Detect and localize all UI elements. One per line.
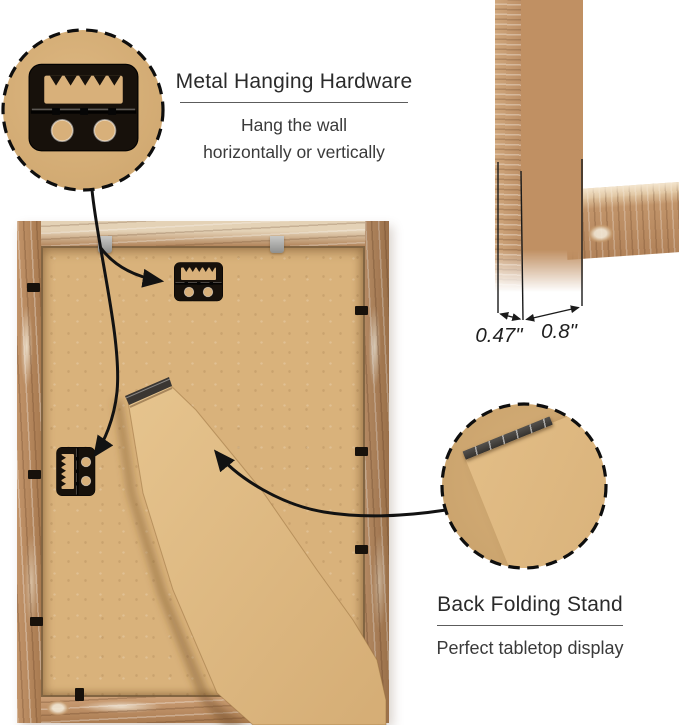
wood-knot-ornament	[43, 698, 73, 718]
retainer-clip-icon	[355, 306, 368, 315]
frame-right-rail	[365, 221, 389, 723]
sawtooth-hanger-icon	[28, 63, 139, 152]
retainer-clip-icon	[243, 688, 252, 701]
retainer-clip-icon	[75, 688, 84, 701]
sawtooth-hanger-icon	[173, 262, 224, 302]
callout-subtitle: Perfect tabletop display	[436, 638, 624, 658]
stand-board-closeup	[462, 404, 606, 568]
stand-hinge-icon	[462, 416, 553, 460]
callout-subtitle: horizontally or vertically	[203, 142, 385, 162]
hanging-hardware-callout: Metal Hanging Hardware Hang the wall hor…	[168, 70, 420, 166]
retainer-clip-icon	[30, 617, 43, 626]
folding-stand-callout: Back Folding Stand Perfect tabletop disp…	[418, 593, 642, 662]
retainer-clip-icon	[355, 545, 368, 554]
sawtooth-hanger-icon	[56, 446, 96, 497]
retainer-clip-icon	[28, 470, 41, 479]
moulding-vertical-rail	[495, 0, 583, 295]
retainer-clip-icon	[27, 283, 40, 292]
frame-bottom-rail	[17, 697, 389, 723]
divider-line	[180, 102, 408, 103]
callout-title: Back Folding Stand	[437, 593, 623, 616]
hardware-detail-inset	[3, 30, 163, 190]
moulding-front-face	[521, 0, 583, 295]
flex-tab-icon	[98, 236, 112, 253]
callout-subtitle: Hang the wall	[240, 115, 348, 135]
retainer-clip-icon	[355, 447, 368, 456]
moulding-side-face	[495, 0, 521, 295]
stand-detail-inset	[442, 404, 606, 568]
frame-top-rail	[17, 221, 389, 246]
dimension-label-side: 0.47"	[475, 324, 523, 347]
divider-line	[437, 625, 623, 626]
dimension-label-front: 0.8"	[541, 320, 577, 343]
flex-tab-icon	[270, 236, 284, 253]
picture-frame-back	[17, 221, 389, 723]
wood-knot-ornament	[582, 220, 619, 247]
callout-title: Metal Hanging Hardware	[175, 70, 413, 93]
